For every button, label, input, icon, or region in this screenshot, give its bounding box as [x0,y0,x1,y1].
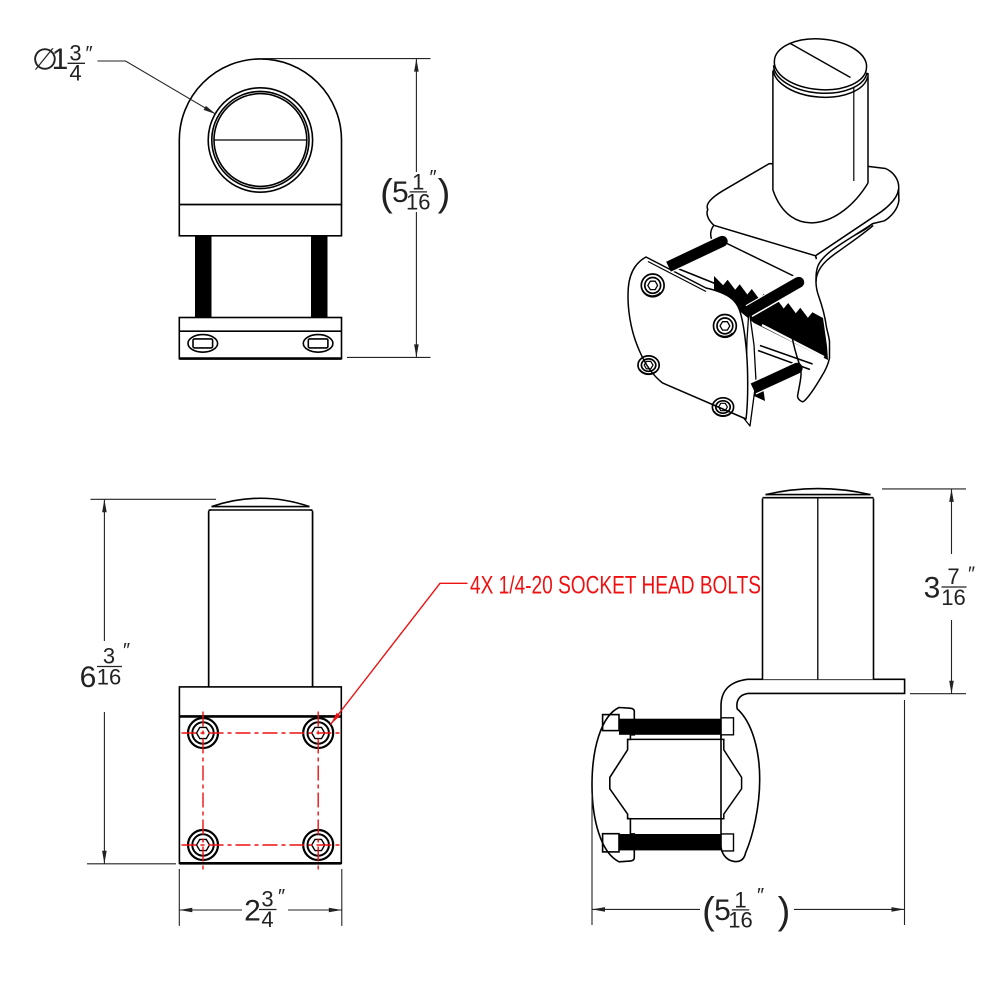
svg-text:3: 3 [69,41,81,66]
svg-text:6: 6 [80,661,97,694]
svg-text:3: 3 [103,644,115,669]
svg-text:): ) [438,172,451,214]
svg-text:5: 5 [392,176,409,209]
svg-text:5: 5 [714,894,731,927]
svg-text:″: ″ [968,564,975,586]
svg-text:16: 16 [728,908,752,933]
svg-text:1: 1 [734,888,746,913]
svg-text:16: 16 [941,585,965,610]
svg-text:″: ″ [430,167,437,189]
svg-text:″: ″ [757,885,764,907]
svg-text:): ) [778,890,791,932]
svg-text:4X 1/4-20 SOCKET HEAD BOLTS: 4X 1/4-20 SOCKET HEAD BOLTS [470,572,761,600]
svg-text:∅: ∅ [32,44,58,77]
svg-text:3: 3 [924,572,941,605]
svg-text:(: ( [702,890,715,932]
svg-text:16: 16 [97,665,121,690]
svg-text:″: ″ [86,43,93,65]
svg-text:16: 16 [406,190,430,215]
svg-text:2: 2 [244,895,261,928]
svg-text:1: 1 [52,43,69,76]
svg-text:3: 3 [261,887,273,912]
svg-text:1: 1 [412,170,424,195]
svg-text:4: 4 [69,61,81,86]
svg-text:″: ″ [123,640,130,662]
svg-text:4: 4 [261,907,273,932]
svg-text:″: ″ [278,886,285,908]
svg-text:(: ( [380,172,393,214]
svg-text:7: 7 [947,564,959,589]
